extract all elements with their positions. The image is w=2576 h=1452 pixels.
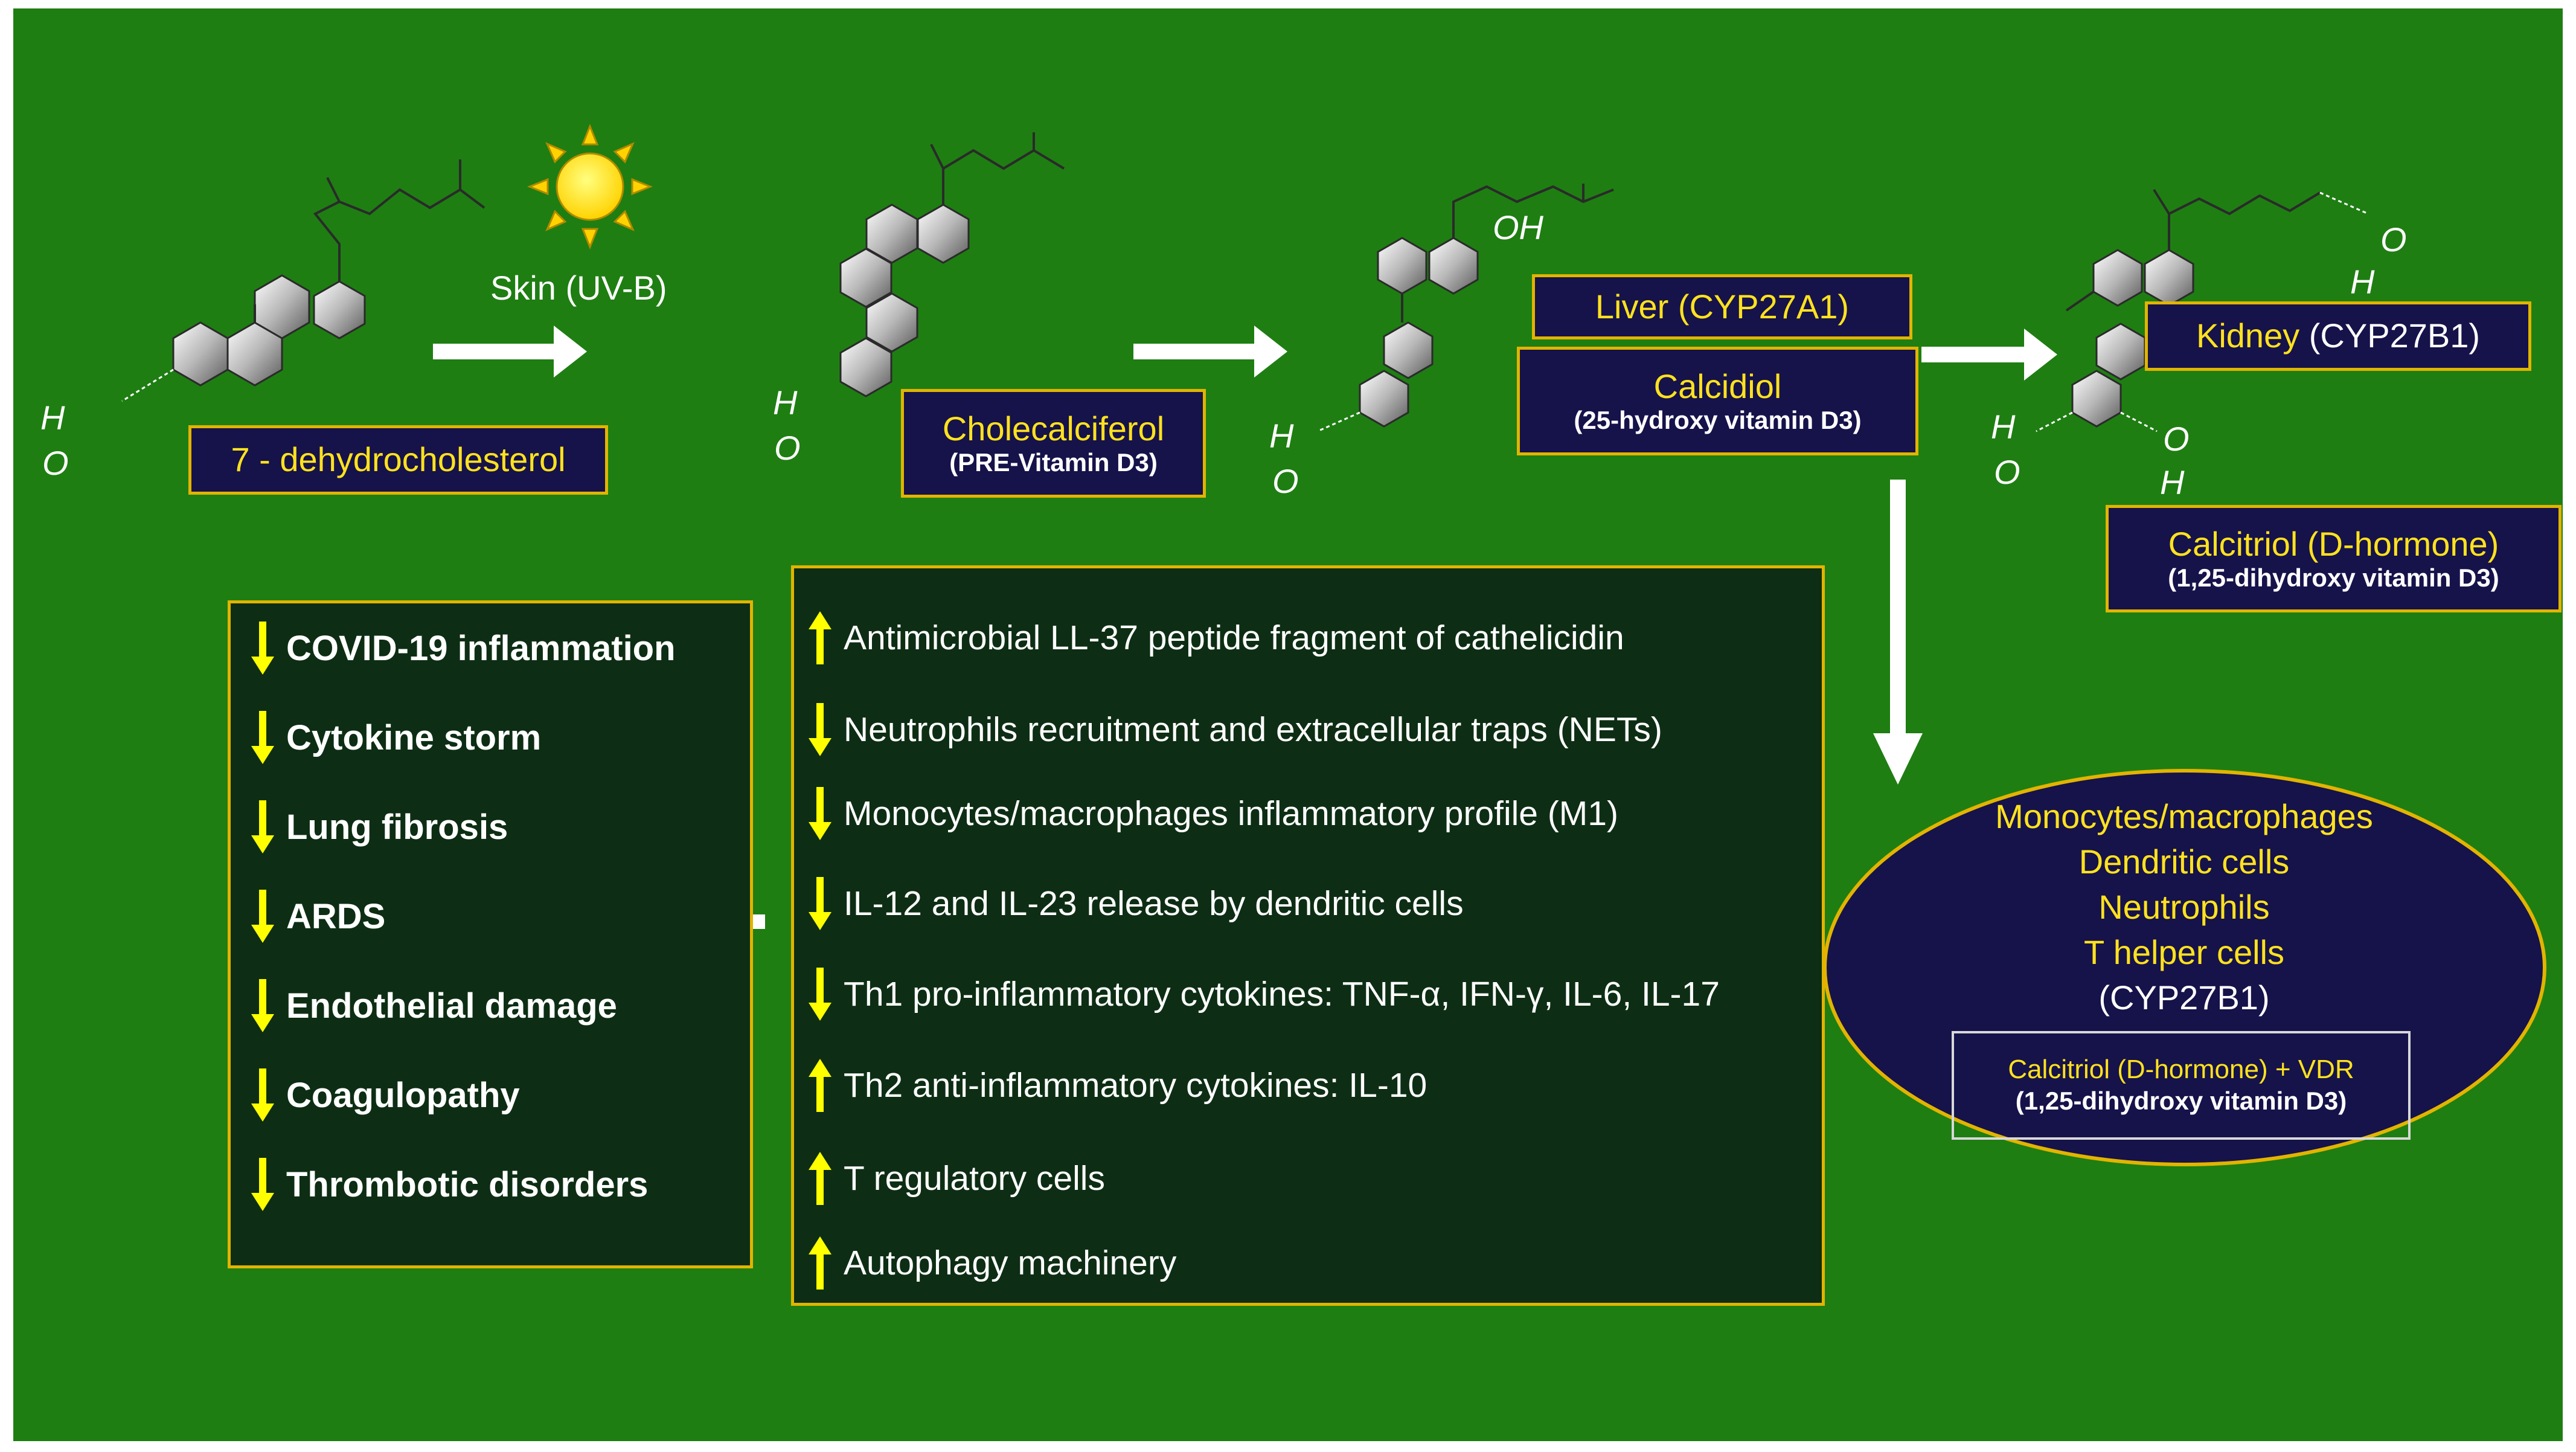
atom-o-4a: O xyxy=(2380,220,2407,259)
arrow-down-icon xyxy=(809,968,831,1021)
vdr-complex-label: Calcitriol (D-hormone) + VDR xyxy=(2008,1055,2354,1085)
immune-cells-ellipse xyxy=(1823,769,2546,1166)
calcidiol-sub: (25-hydroxy vitamin D3) xyxy=(1574,406,1862,435)
calcidiol-structure-icon xyxy=(1317,184,1614,432)
effect-text: Monocytes/macrophages inflammatory profi… xyxy=(844,794,1618,833)
dehydrocholesterol-name: 7 - dehydrocholesterol xyxy=(231,440,566,479)
atom-h-4c: H xyxy=(2160,463,2185,501)
outcome-row: Lung fibrosis xyxy=(248,797,508,857)
effect-text: Neutrophils recruitment and extracellula… xyxy=(844,710,1662,749)
atom-h-2: H xyxy=(773,384,798,422)
arrow-uvb xyxy=(433,326,587,377)
arrow-to-calcidiol-precursor xyxy=(1133,326,1287,377)
outcome-row: Cytokine storm xyxy=(248,707,541,768)
calcitriol-structure-icon xyxy=(2036,188,2369,432)
effect-text: IL-12 and IL-23 release by dendritic cel… xyxy=(844,884,1464,923)
effect-row: Th2 anti-inflammatory cytokines: IL-10 xyxy=(805,1055,1427,1116)
kidney-name: Kidney (CYP27B1) xyxy=(2196,316,2480,355)
effect-text: Th1 pro-inflammatory cytokines: TNF-α, I… xyxy=(844,975,1720,1014)
cholecalciferol-label: Cholecalciferol (PRE-Vitamin D3) xyxy=(901,389,1206,498)
atom-h-1: H xyxy=(40,399,65,437)
effect-row: Neutrophils recruitment and extracellula… xyxy=(805,699,1662,760)
atom-oh-3: OH xyxy=(1493,208,1543,246)
effects-panel: Antimicrobial LL-37 peptide fragment of … xyxy=(791,565,1825,1306)
arrow-down-icon xyxy=(251,979,274,1032)
effect-text: Autophagy machinery xyxy=(844,1244,1177,1282)
outcome-row: Thrombotic disorders xyxy=(248,1154,648,1215)
vdr-complex-sub: (1,25-dihydroxy vitamin D3) xyxy=(2015,1087,2347,1116)
outcome-row: Coagulopathy xyxy=(248,1065,520,1125)
arrow-down-icon xyxy=(809,703,831,756)
atom-o-2: O xyxy=(774,429,801,467)
outcome-text: Coagulopathy xyxy=(286,1075,520,1115)
liver-label: Liver (CYP27A1) xyxy=(1532,274,1912,339)
arrow-to-kidney xyxy=(1921,329,2057,381)
arrow-down-icon xyxy=(251,890,274,943)
effect-text: Antimicrobial LL-37 peptide fragment of … xyxy=(844,618,1624,657)
atom-h-4a: H xyxy=(2350,263,2375,301)
outcome-text: COVID-19 inflammation xyxy=(286,628,676,668)
outcome-text: Lung fibrosis xyxy=(286,807,508,847)
arrow-down-icon xyxy=(251,1158,274,1211)
outcome-text: Thrombotic disorders xyxy=(286,1164,649,1204)
kidney-enzyme: (CYP27B1) xyxy=(2299,316,2481,355)
effect-row: IL-12 and IL-23 release by dendritic cel… xyxy=(805,873,1464,934)
diagram-canvas: H O H O OH H O O H H O O H Skin (UV-B) 7… xyxy=(13,8,2563,1441)
atom-o-4c: O xyxy=(2163,420,2190,458)
arrow-up-icon xyxy=(809,1059,831,1112)
kidney-prefix: Kidney xyxy=(2196,316,2300,355)
cholecalciferol-structure-icon xyxy=(839,132,1065,397)
effect-row: T regulatory cells xyxy=(805,1148,1105,1209)
arrow-down-icon xyxy=(251,1068,274,1122)
cells-enzyme: (CYP27B1) xyxy=(2098,978,2270,1017)
arrow-up-icon xyxy=(809,1152,831,1205)
arrow-down-icon xyxy=(251,800,274,853)
outcome-row: COVID-19 inflammation xyxy=(248,618,676,678)
calcitriol-name: Calcitriol (D-hormone) xyxy=(2168,524,2499,563)
diagram-graphics xyxy=(121,123,2546,1166)
cholecalciferol-name: Cholecalciferol xyxy=(942,409,1165,448)
arrow-down-icon xyxy=(809,877,831,930)
cell-item: Monocytes/macrophages xyxy=(1995,797,2373,835)
arrow-down-icon xyxy=(251,622,274,675)
calcidiol-label: Calcidiol (25-hydroxy vitamin D3) xyxy=(1517,347,1918,455)
dehydrocholesterol-structure-icon xyxy=(121,159,485,402)
arrow-up-icon xyxy=(809,1236,831,1290)
dehydrocholesterol-label: 7 - dehydrocholesterol xyxy=(188,425,608,495)
calcidiol-name: Calcidiol xyxy=(1653,367,1782,405)
cell-item: Neutrophils xyxy=(2098,888,2270,926)
calcitriol-label: Calcitriol (D-hormone) (1,25-dihydroxy v… xyxy=(2106,505,2562,612)
vdr-complex-box: Calcitriol (D-hormone) + VDR (1,25-dihyd… xyxy=(1952,1031,2411,1140)
outcome-text: ARDS xyxy=(286,896,386,936)
effect-text: Th2 anti-inflammatory cytokines: IL-10 xyxy=(844,1066,1427,1105)
cell-item: T helper cells xyxy=(2083,933,2284,971)
effect-row: Antimicrobial LL-37 peptide fragment of … xyxy=(805,608,1624,668)
arrow-up-icon xyxy=(809,611,831,664)
effect-row: Th1 pro-inflammatory cytokines: TNF-α, I… xyxy=(805,964,1720,1024)
atom-h-4b: H xyxy=(1991,408,2016,446)
kidney-label: Kidney (CYP27B1) xyxy=(2145,301,2531,371)
outcome-text: Cytokine storm xyxy=(286,718,542,757)
atom-o-3: O xyxy=(1272,462,1299,500)
cholecalciferol-sub: (PRE-Vitamin D3) xyxy=(949,448,1158,477)
cell-item: Dendritic cells xyxy=(2078,843,2290,881)
calcitriol-sub: (1,25-dihydroxy vitamin D3) xyxy=(2168,564,2499,593)
arrow-down-icon xyxy=(251,711,274,764)
outcome-row: ARDS xyxy=(248,886,385,946)
atom-o-4b: O xyxy=(1994,453,2020,491)
effect-text: T regulatory cells xyxy=(844,1159,1105,1198)
liver-name: Liver (CYP27A1) xyxy=(1595,287,1850,326)
outcome-text: Endothelial damage xyxy=(286,986,617,1026)
effect-row: Autophagy machinery xyxy=(805,1233,1176,1293)
sun-icon xyxy=(527,123,653,250)
effect-row: Monocytes/macrophages inflammatory profi… xyxy=(805,783,1618,844)
arrow-down-icon xyxy=(809,787,831,840)
atom-h-3: H xyxy=(1269,417,1294,455)
outcome-row: Endothelial damage xyxy=(248,975,617,1036)
uvb-step-label: Skin (UV-B) xyxy=(490,269,667,307)
atom-o-1: O xyxy=(42,444,69,482)
cells-list: Monocytes/macrophages Dendritic cells Ne… xyxy=(1934,794,2435,1020)
arrow-down-to-cells xyxy=(1873,480,1923,785)
